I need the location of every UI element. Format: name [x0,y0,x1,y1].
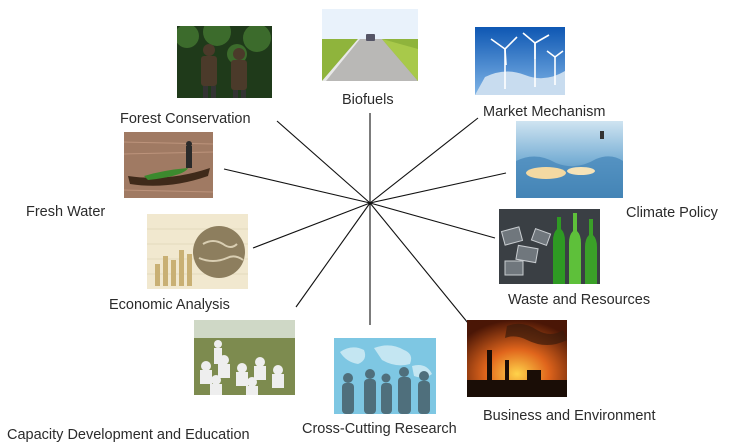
topic-label-market-mechanism: Market Mechanism [483,104,606,120]
outdoor-class-photo[interactable] [194,320,295,395]
canoe-river-photo[interactable] [124,132,213,198]
industrial-smokestacks-photo[interactable] [467,320,567,397]
bottles-recycling-photo[interactable] [499,209,600,284]
road-landscape-photo[interactable] [322,9,418,81]
spoke-market-mechanism [369,117,479,204]
melting-ice-photo[interactable] [516,121,623,198]
world-map-people-photo[interactable] [334,338,436,414]
topic-label-business-and-environment: Business and Environment [483,408,656,424]
topic-label-waste-and-resources: Waste and Resources [508,292,651,308]
topic-label-fresh-water: Fresh Water [26,204,106,220]
spoke-business-and-environment [369,202,469,324]
topic-label-capacity-development: Capacity Development and Education [7,427,250,443]
wind-turbines-photo[interactable] [475,27,565,95]
spoke-climate-policy [369,172,507,204]
topic-label-biofuels: Biofuels [342,92,394,108]
spoke-economic-analysis [252,202,371,249]
spoke-fresh-water [223,168,371,204]
forest-people-photo[interactable] [177,26,272,98]
topic-label-forest-conservation: Forest Conservation [120,111,251,127]
spoke-capacity-development [295,202,371,308]
topic-label-economic-analysis: Economic Analysis [109,297,230,313]
spoke-forest-conservation [276,120,371,204]
topic-label-cross-cutting-research: Cross-Cutting Research [302,421,457,437]
spoke-waste-and-resources [369,202,496,239]
topic-label-climate-policy: Climate Policy [626,205,718,221]
chart-globe-photo[interactable] [147,214,248,289]
